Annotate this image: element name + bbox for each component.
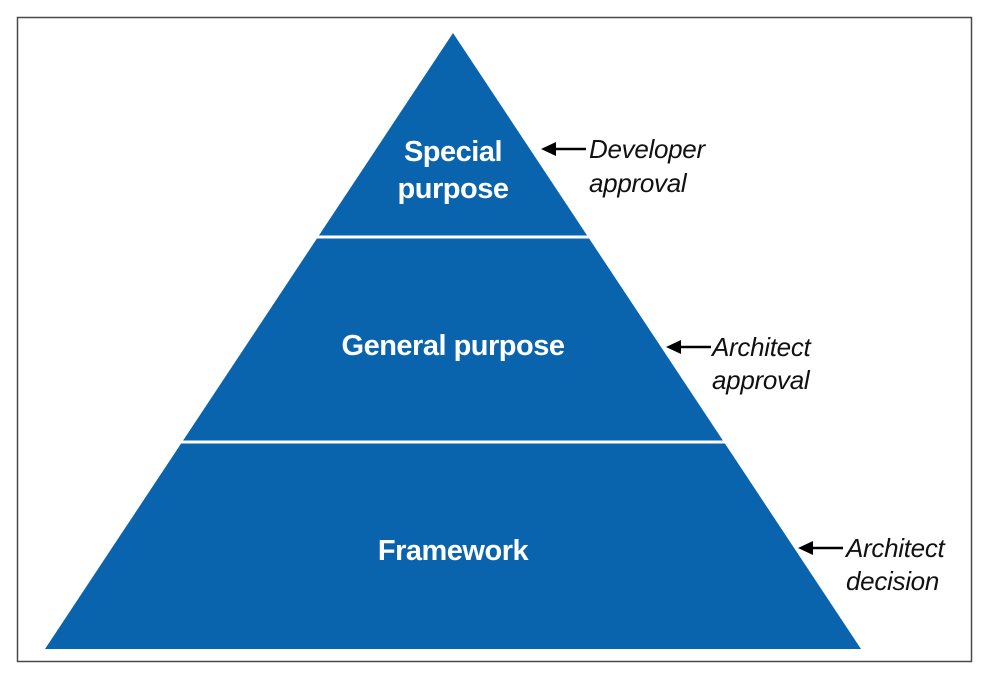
layer-label-general: General purpose	[342, 330, 565, 362]
figure-frame	[16, 16, 973, 663]
layer-label-special-line1: Special	[404, 136, 502, 168]
layer-label-framework: Framework	[378, 535, 530, 567]
arrow-architect-approval	[666, 340, 711, 354]
pyramid-shape	[45, 33, 861, 649]
arrow-developer-approval	[541, 142, 586, 156]
note-developer-line2: approval	[589, 168, 688, 198]
arrow-architect-decision	[798, 541, 843, 555]
note-developer-line1: Developer	[589, 134, 706, 164]
note-architect-decision-line1: Architect	[844, 533, 947, 563]
note-architect-approval-line1: Architect	[710, 332, 813, 362]
note-architect-approval-line2: approval	[712, 365, 811, 395]
layer-label-special-line2: purpose	[398, 173, 509, 205]
note-architect-decision-line2: decision	[846, 566, 939, 596]
